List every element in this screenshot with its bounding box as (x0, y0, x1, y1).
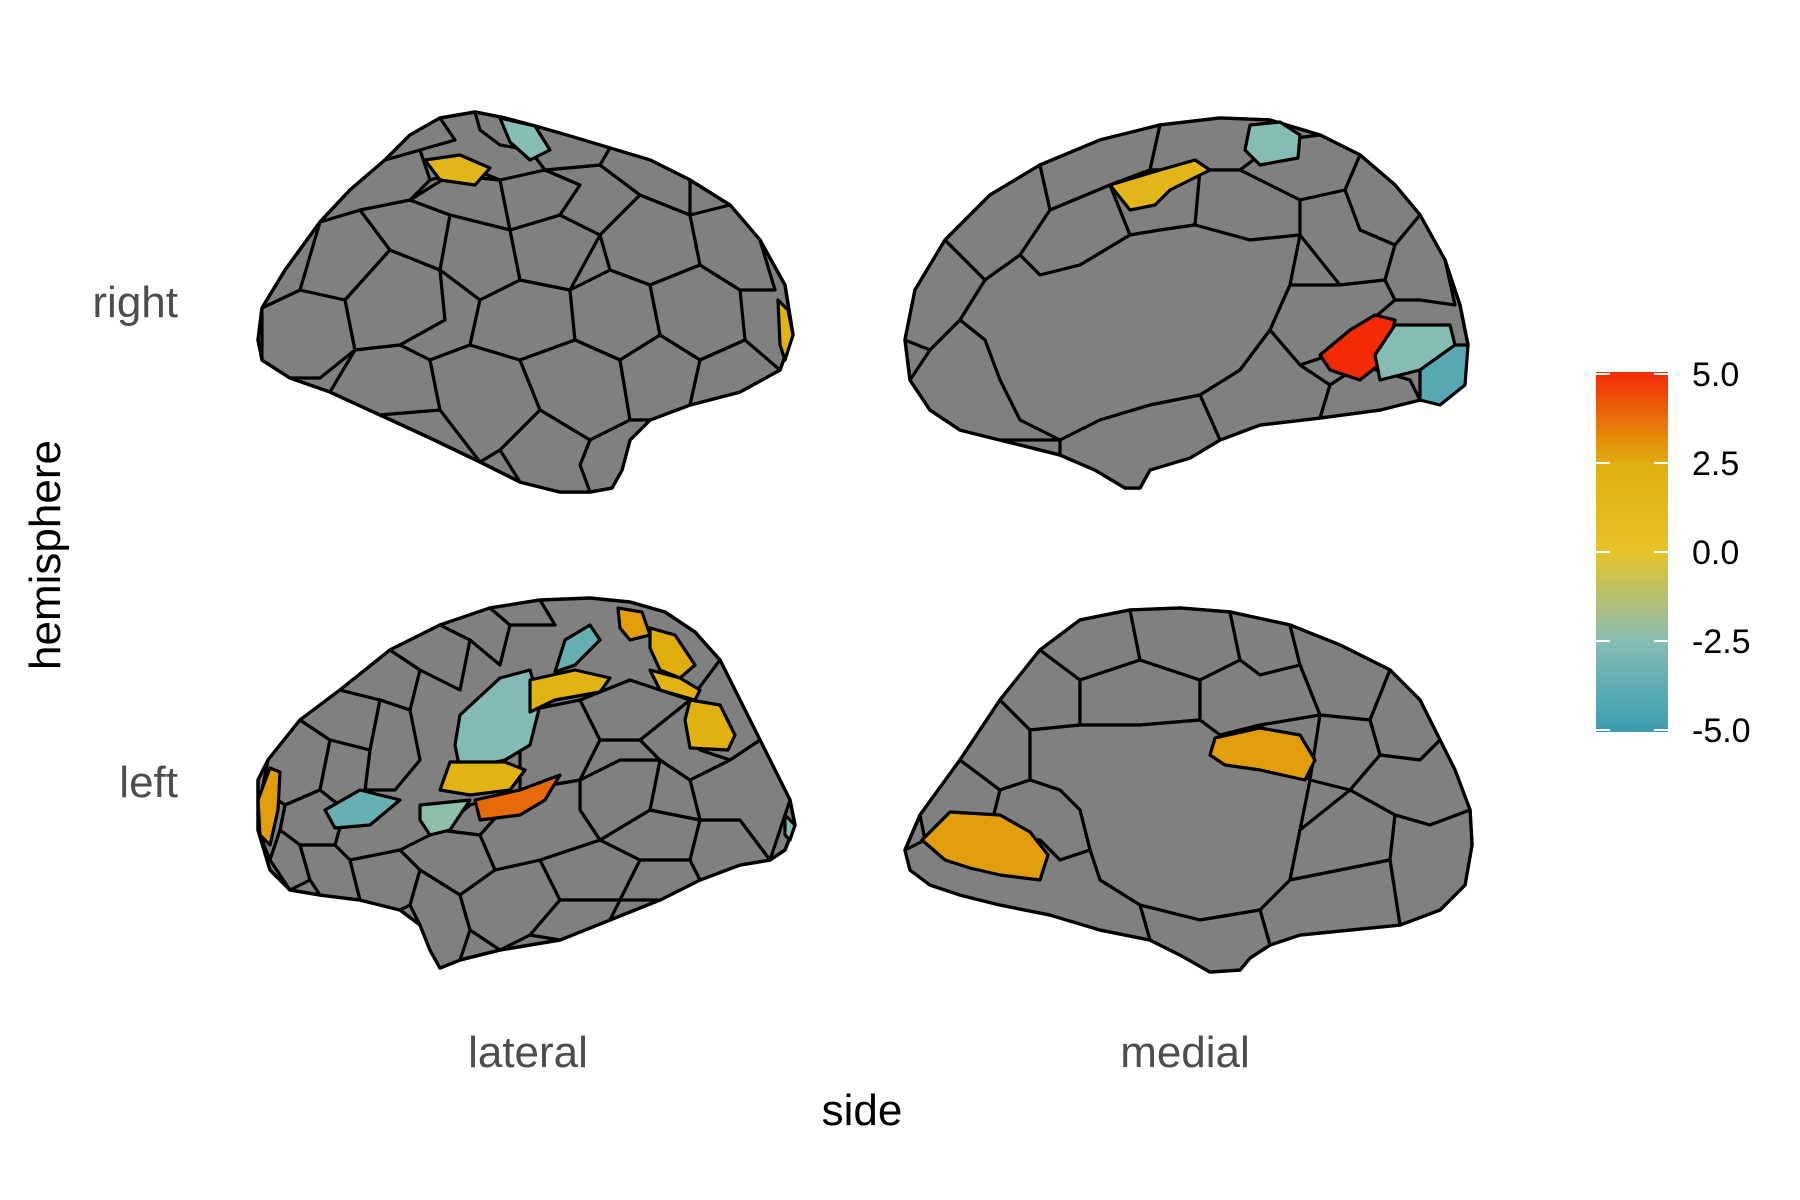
row-label-left: left (119, 758, 178, 807)
highlighted-region (473, 773, 562, 822)
y-axis-title: hemisphere (21, 440, 70, 670)
region (1058, 393, 1222, 490)
region (1388, 808, 1474, 927)
panel-left-lateral (256, 596, 797, 970)
colorbar-ticks (1596, 373, 1668, 731)
panel-left-medial (903, 606, 1474, 974)
panel-right-lateral (256, 110, 795, 494)
highlighted-region (1243, 120, 1302, 167)
x-axis-title: side (822, 1086, 903, 1135)
highlighted-region (453, 668, 542, 772)
region (383, 116, 457, 162)
region (688, 203, 777, 292)
highlighted-region (498, 116, 552, 162)
region (1383, 213, 1457, 307)
highlighted-region (418, 798, 472, 837)
highlighted-region (323, 788, 402, 830)
column-label-lateral: lateral (468, 1028, 588, 1077)
panel-right-medial (903, 116, 1470, 490)
colorbar-tick-label: 2.5 (1692, 445, 1739, 483)
highlighted-region (553, 623, 602, 674)
highlighted-region (776, 298, 795, 362)
colorbar-tick-label: 0.0 (1692, 534, 1739, 572)
highlighted-region (528, 668, 612, 714)
highlighted-region (616, 606, 652, 642)
column-label-medial: medial (1120, 1028, 1250, 1077)
highlighted-region (683, 698, 737, 752)
region (1138, 903, 1272, 974)
region (688, 338, 782, 407)
highlighted-region (438, 760, 527, 797)
region (498, 408, 592, 494)
row-label-right: right (92, 278, 178, 327)
colorbar-tick-label: 5.0 (1692, 356, 1739, 394)
region (438, 606, 512, 667)
region (338, 648, 422, 712)
region (528, 898, 622, 942)
colorbar-tick-label: -5.0 (1692, 712, 1751, 750)
highlighted-region (783, 813, 797, 842)
highlighted-region (648, 668, 702, 702)
highlighted-region (1418, 343, 1470, 407)
highlighted-region (920, 810, 1050, 882)
highlighted-region (1208, 726, 1317, 782)
colorbar-legend: 5.0 2.5 0.0 -2.5 -5.0 (1596, 356, 1751, 750)
region (618, 858, 702, 902)
region (488, 598, 557, 627)
colorbar-tick-label: -2.5 (1692, 623, 1751, 661)
highlighted-region (423, 153, 492, 187)
region (388, 623, 472, 692)
highlighted-region (256, 766, 282, 847)
region (598, 146, 692, 217)
region (578, 678, 692, 742)
highlighted-region (1108, 158, 1212, 212)
